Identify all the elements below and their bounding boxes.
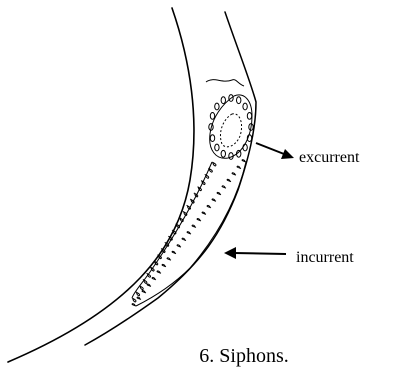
tentacle xyxy=(210,135,214,142)
body-outline-inner xyxy=(85,12,256,345)
excurrent-arrow xyxy=(256,143,294,159)
excurrent-siphon-inner xyxy=(220,114,241,147)
tentacle xyxy=(187,232,191,234)
tentacle xyxy=(182,238,186,240)
siphon-tuft xyxy=(206,80,244,86)
excurrent-label: excurrent xyxy=(299,149,360,166)
tentacle xyxy=(162,264,166,266)
tentacle xyxy=(207,205,211,207)
tentacle xyxy=(212,199,216,201)
tentacle xyxy=(242,160,246,162)
tentacle xyxy=(157,271,161,273)
tentacle xyxy=(167,258,171,260)
tentacle xyxy=(183,211,187,215)
tentacle xyxy=(243,144,247,151)
tentacle xyxy=(187,205,191,209)
tentacle xyxy=(147,284,151,286)
tentacle xyxy=(215,144,219,151)
excurrent-siphon-outline xyxy=(210,95,252,158)
tentacle xyxy=(222,186,226,188)
tentacle xyxy=(212,162,216,166)
tentacle xyxy=(237,166,241,168)
tentacle xyxy=(179,218,183,222)
tentacle xyxy=(215,103,219,110)
excurrent-fringe xyxy=(209,95,253,160)
tentacle xyxy=(136,292,140,296)
excurrent-siphon xyxy=(209,95,253,160)
tentacle xyxy=(221,97,225,104)
tentacle xyxy=(237,97,241,104)
tentacle xyxy=(243,103,247,110)
body-outline-outer xyxy=(8,8,194,362)
tentacle xyxy=(132,298,136,302)
tentacle xyxy=(202,212,206,214)
tentacle xyxy=(177,245,181,247)
tentacle xyxy=(221,150,225,157)
tentacle xyxy=(232,173,236,175)
tentacle xyxy=(227,179,231,181)
tentacle xyxy=(210,113,214,120)
tentacle xyxy=(139,286,143,290)
tentacle xyxy=(132,304,136,306)
tentacle xyxy=(192,225,196,227)
incurrent-arrow xyxy=(224,247,286,259)
figure-caption: 6. Siphons. xyxy=(199,345,288,367)
tentacle xyxy=(152,277,156,279)
tentacle xyxy=(247,113,251,120)
incurrent-label: incurrent xyxy=(296,249,354,266)
tentacle xyxy=(217,192,221,194)
tentacle xyxy=(142,291,146,293)
tentacle xyxy=(197,219,201,221)
tentacle xyxy=(172,251,176,253)
tentacle xyxy=(137,297,141,299)
